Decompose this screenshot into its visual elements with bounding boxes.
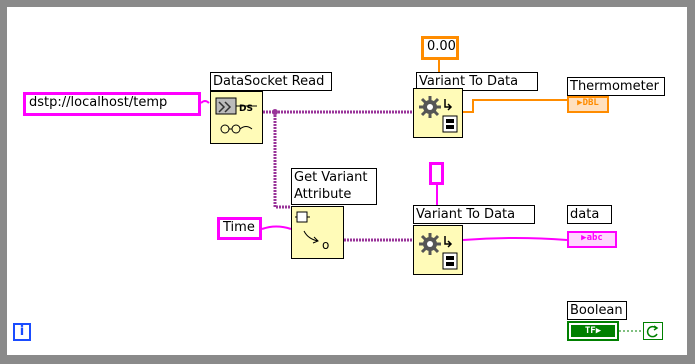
name-string-wire: [261, 225, 292, 230]
variant-to-data-label-1: Variant To Data: [416, 72, 538, 91]
datasocket-read-label: DataSocket Read: [210, 72, 332, 91]
indicator-arrow-icon: ▶: [581, 233, 587, 243]
variant-to-data-node-1[interactable]: [413, 88, 463, 138]
boolean-label: Boolean: [567, 301, 627, 320]
data-label: data: [567, 205, 612, 224]
get-variant-attribute-node[interactable]: o: [291, 206, 344, 259]
data-terminal[interactable]: ▶abc: [567, 231, 617, 248]
gear-convert-icon: [419, 96, 458, 133]
wire-junction: [272, 109, 278, 115]
info-icon: i: [13, 323, 31, 341]
numeric-output-wire: [463, 99, 567, 113]
datasocket-read-icon: DS: [215, 97, 257, 134]
thermometer-terminal[interactable]: ▶DBL: [567, 96, 609, 113]
thermometer-label: Thermometer: [567, 77, 665, 96]
gear-convert-icon: [419, 233, 458, 270]
variant-to-data-label-2: Variant To Data: [413, 205, 535, 224]
boolean-terminal-fill: TF▶: [571, 325, 615, 337]
control-arrow-icon: ▶: [595, 326, 602, 336]
boolean-type: TF: [584, 326, 596, 336]
svg-text:DS: DS: [239, 104, 253, 114]
data-type: abc: [586, 233, 603, 243]
variant-to-data-node-2[interactable]: [413, 225, 463, 275]
variant-wire-to-get-attribute: [273, 112, 291, 209]
datasocket-read-node[interactable]: DS: [210, 91, 263, 144]
indicator-arrow-icon: ▶: [577, 98, 583, 108]
get-attribute-icon: o: [295, 211, 329, 252]
string-output-wire: [462, 237, 568, 241]
loop-stop-icon: [646, 325, 659, 338]
url-string-wire: [200, 100, 210, 104]
boolean-terminal[interactable]: TF▶: [567, 321, 619, 341]
get-variant-attribute-label: Get Variant Attribute: [291, 168, 377, 205]
svg-text:o: o: [322, 238, 329, 252]
loop-stop-terminal[interactable]: [643, 322, 663, 340]
attribute-name-constant[interactable]: Time: [217, 217, 262, 240]
thermometer-type: DBL: [582, 98, 599, 108]
numeric-type-constant[interactable]: 0.00: [421, 36, 459, 60]
empty-string-constant[interactable]: [429, 162, 444, 185]
url-string-constant[interactable]: dstp://localhost/temp: [23, 92, 201, 116]
